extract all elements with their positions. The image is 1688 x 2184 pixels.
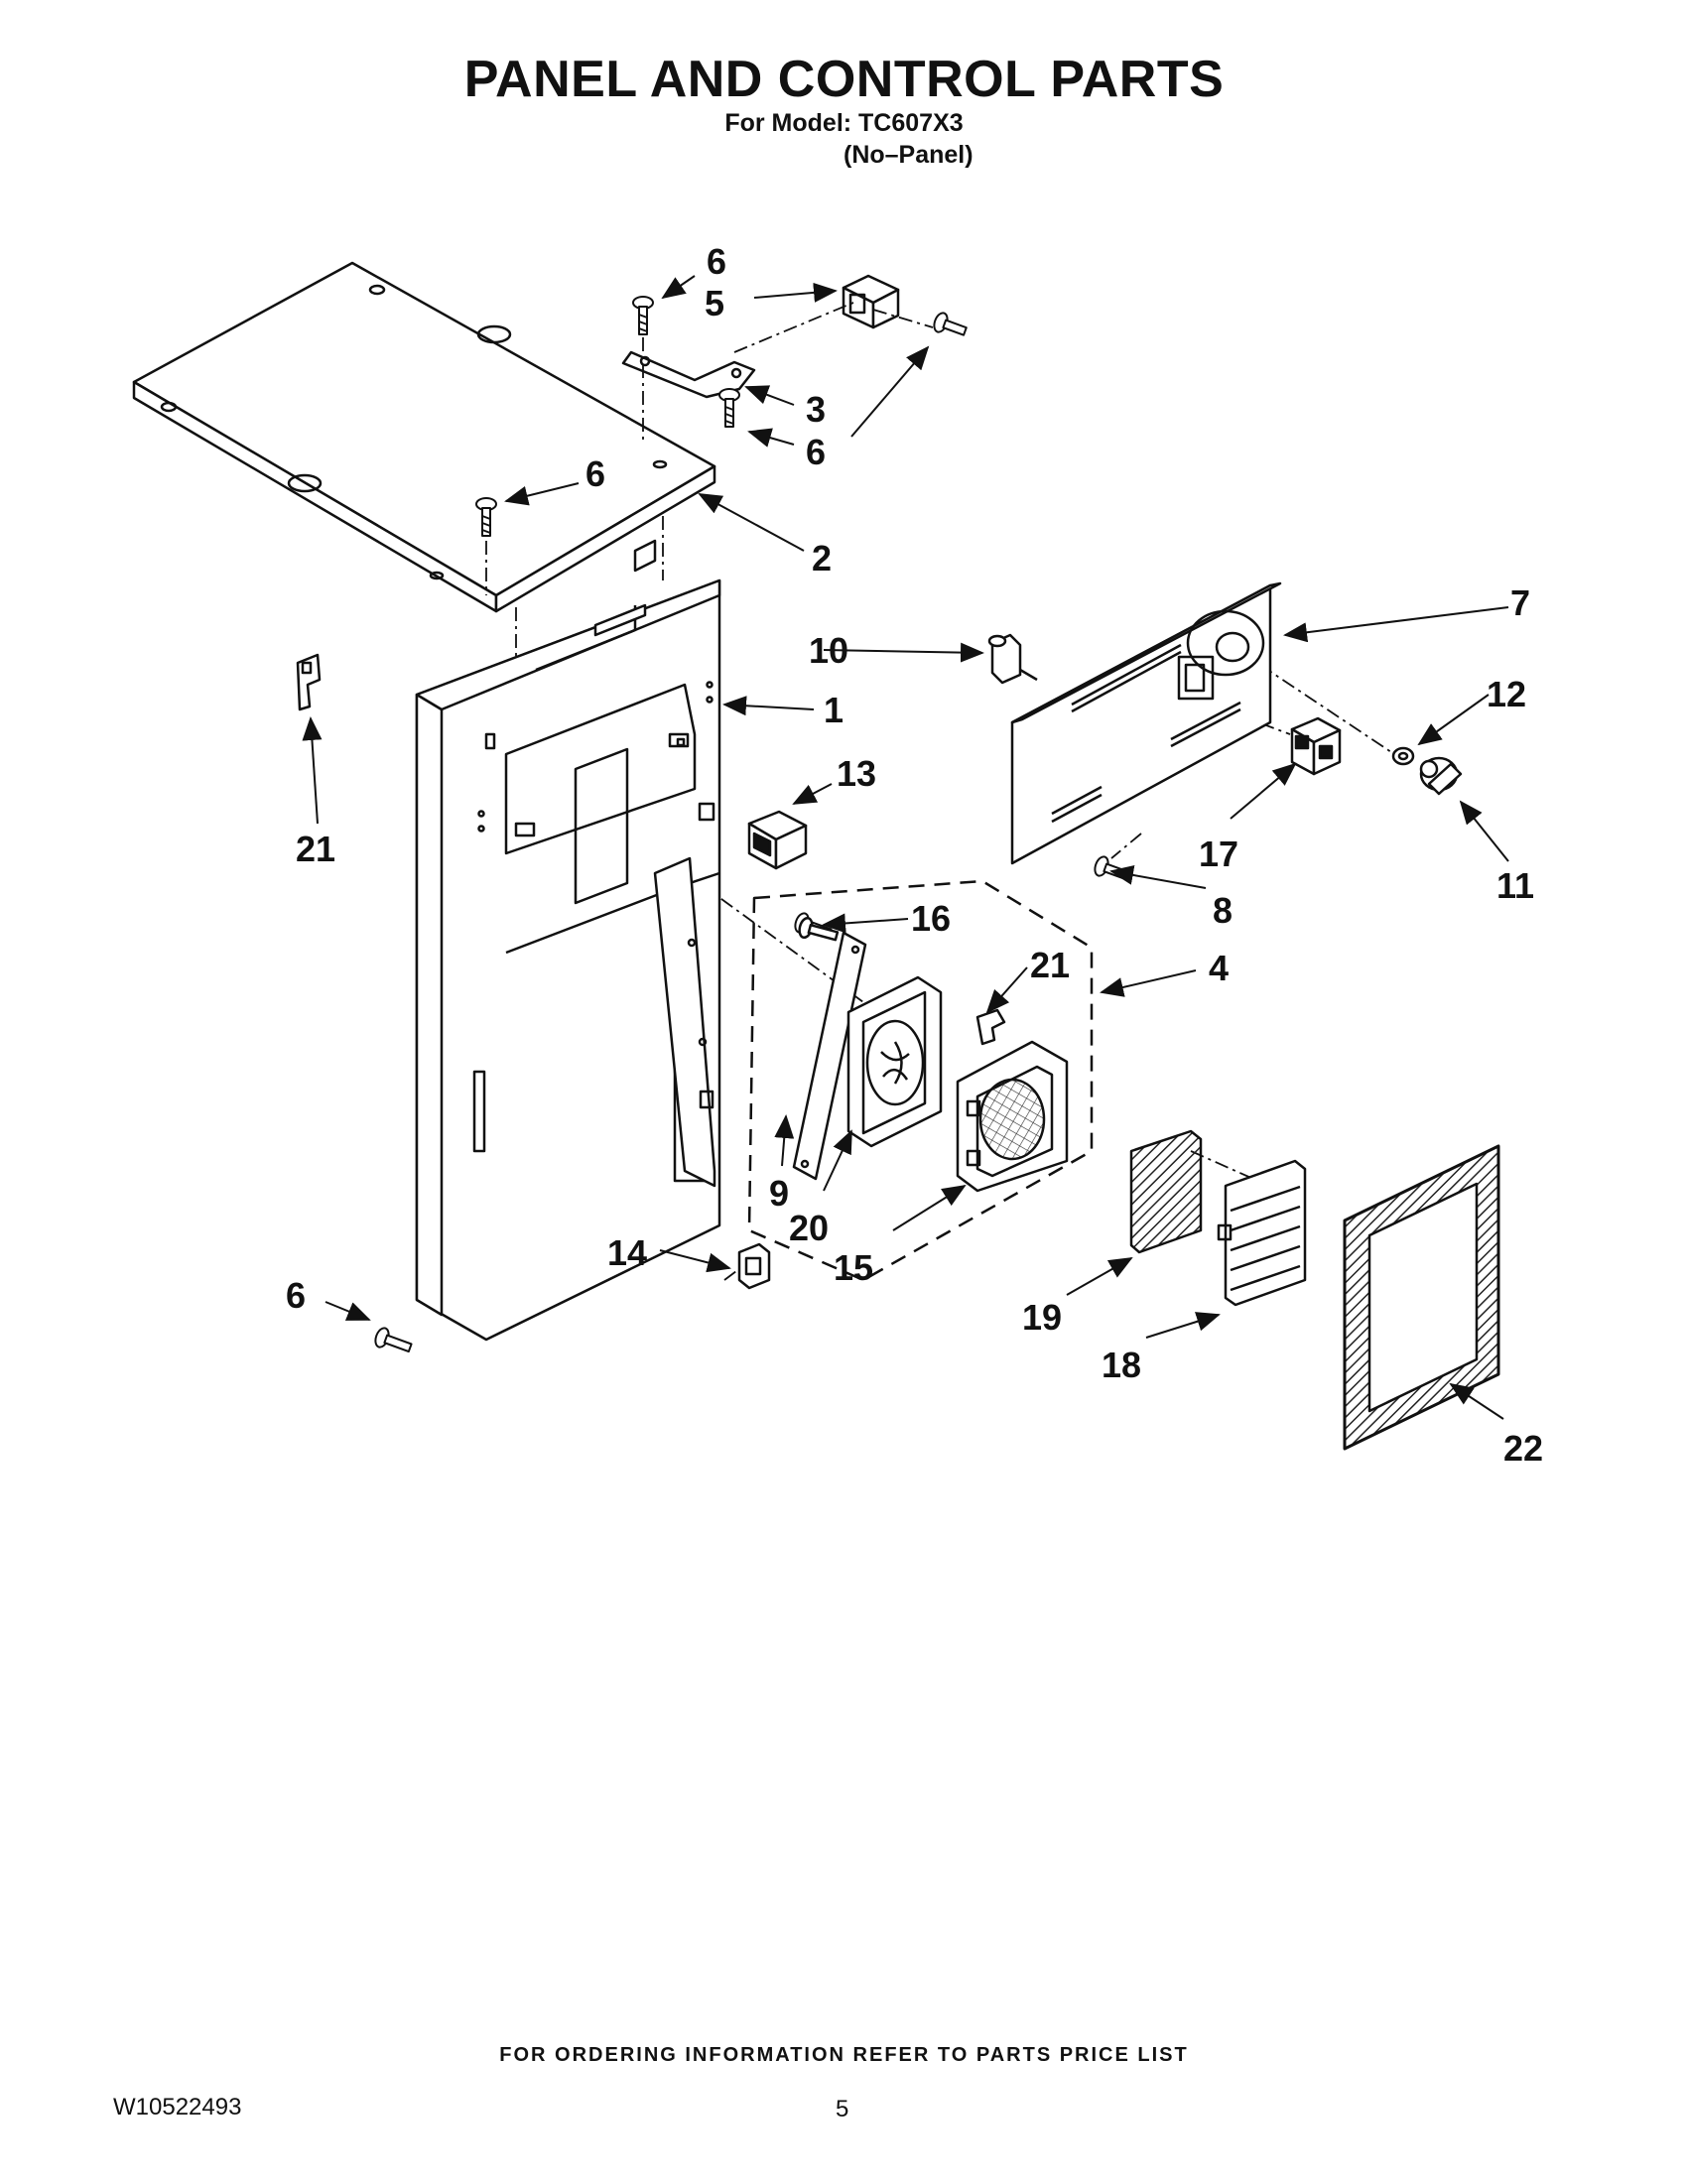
part-clip-left xyxy=(296,653,322,711)
variant-line: (No–Panel) xyxy=(844,141,974,169)
part-switch-10 xyxy=(987,633,1038,685)
part-nut xyxy=(1391,746,1415,766)
part-clip-kit xyxy=(975,1008,1006,1046)
callout-6-bottom: 6 xyxy=(286,1275,306,1316)
ordering-note: FOR ORDERING INFORMATION REFER TO PARTS … xyxy=(499,2044,1189,2066)
part-control-panel xyxy=(1010,581,1282,865)
callout-3: 3 xyxy=(806,389,826,430)
document-number: W10522493 xyxy=(113,2094,242,2120)
callout-1: 1 xyxy=(824,690,844,730)
part-inner-bracket xyxy=(653,856,716,1188)
part-fan xyxy=(846,975,943,1148)
callout-11: 11 xyxy=(1496,865,1534,906)
callout-21-kit: 21 xyxy=(1030,945,1070,985)
callout-2: 2 xyxy=(812,538,832,578)
part-grille xyxy=(1217,1159,1307,1307)
callout-15: 15 xyxy=(834,1247,873,1288)
callout-labels: 6 5 3 6 6 2 1 21 10 7 12 11 17 8 13 16 2… xyxy=(286,241,1543,1469)
part-switch-block xyxy=(842,274,900,329)
callout-9: 9 xyxy=(769,1173,789,1214)
callout-6-top: 6 xyxy=(707,241,726,282)
model-line: For Model: TC607X3 xyxy=(724,109,964,137)
callout-8: 8 xyxy=(1213,890,1233,931)
page-title: PANEL AND CONTROL PARTS xyxy=(463,51,1225,108)
callout-12: 12 xyxy=(1487,674,1526,714)
callout-6-bracket: 6 xyxy=(806,432,826,472)
part-bracket xyxy=(621,350,756,399)
part-screw-16 xyxy=(798,916,840,942)
page-number: 5 xyxy=(836,2096,849,2122)
part-filter xyxy=(1129,1129,1203,1254)
callout-19: 19 xyxy=(1022,1297,1062,1338)
part-small-switch xyxy=(737,1242,771,1290)
callout-21-left: 21 xyxy=(296,829,335,869)
part-fan-housing xyxy=(956,1040,1069,1193)
callout-16: 16 xyxy=(911,898,951,939)
callout-20: 20 xyxy=(789,1208,829,1248)
callout-14: 14 xyxy=(607,1232,647,1273)
part-top-panel xyxy=(132,261,716,613)
part-main-frame xyxy=(415,539,721,1342)
part-gasket xyxy=(1343,1144,1500,1451)
callout-13: 13 xyxy=(837,753,876,794)
callout-6-panel: 6 xyxy=(585,453,605,494)
part-fan-bracket xyxy=(792,931,867,1181)
part-rocker-switch xyxy=(747,810,808,870)
callout-22: 22 xyxy=(1503,1428,1543,1469)
callout-4: 4 xyxy=(1209,948,1229,988)
callout-18: 18 xyxy=(1102,1345,1141,1385)
callout-5: 5 xyxy=(705,283,724,323)
leader-arrows xyxy=(302,275,1509,1420)
callout-10: 10 xyxy=(809,630,848,671)
part-knob xyxy=(1419,756,1463,796)
part-selector-switch xyxy=(1290,716,1342,776)
callout-7: 7 xyxy=(1510,582,1530,623)
callout-17: 17 xyxy=(1199,834,1238,874)
